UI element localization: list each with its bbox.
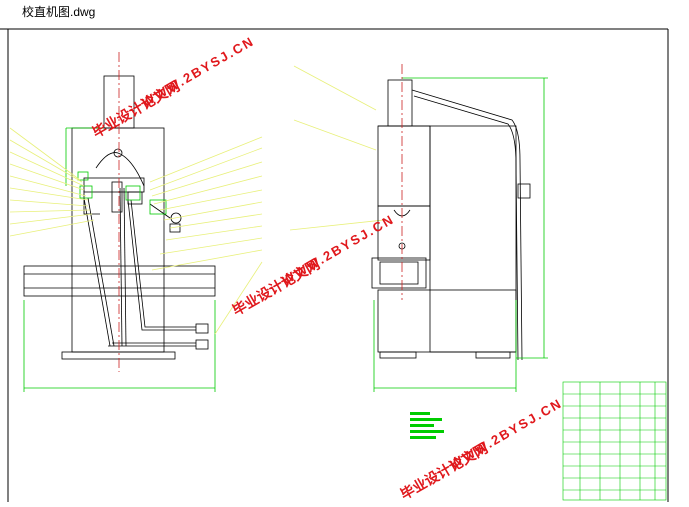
file-name: 校直机图.dwg (22, 5, 96, 19)
front-dimensions (23, 127, 216, 392)
title-block (562, 381, 667, 501)
watermark-site: WWW.2BYSJ.CN (447, 395, 565, 472)
notes-block (410, 412, 444, 439)
side-dimensions (373, 77, 548, 392)
watermark-1: 毕业设计论文网 WWW.2BYSJ.CN (90, 33, 257, 140)
watermark-3: 毕业设计论文网 WWW.2BYSJ.CN (398, 395, 565, 502)
side-view (371, 79, 531, 361)
leader-lines-right (149, 65, 385, 335)
watermark-site: WWW.2BYSJ.CN (139, 33, 257, 110)
front-view (23, 75, 216, 360)
document-tab[interactable]: 校直机图.dwg (0, 0, 689, 22)
watermark-site: WWW.2BYSJ.CN (279, 211, 397, 288)
sheet-border (0, 28, 669, 502)
leader-lines-left (9, 127, 95, 237)
cad-drawing: 毕业设计论文网 WWW.2BYSJ.CN 毕业设计论文网 WWW.2BYSJ.C… (0, 28, 669, 503)
drawing-canvas[interactable]: 毕业设计论文网 WWW.2BYSJ.CN 毕业设计论文网 WWW.2BYSJ.C… (0, 22, 689, 503)
